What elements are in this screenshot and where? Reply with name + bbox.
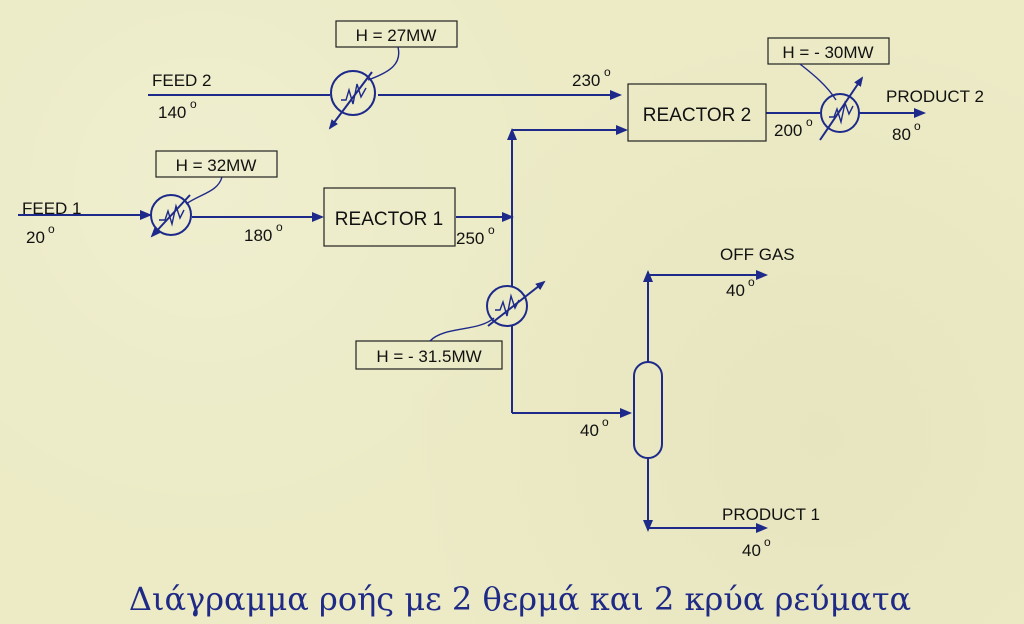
heater-feed2-icon [328, 70, 376, 130]
temp-product1: 40 o [742, 535, 771, 560]
svg-text:180: 180 [244, 226, 272, 245]
svg-text:40: 40 [580, 421, 599, 440]
temp-feed2: 140 o [158, 97, 197, 122]
reactor1-box [323, 187, 456, 247]
svg-text:200: 200 [774, 121, 802, 140]
product2-label: PRODUCT 2 [886, 87, 984, 106]
svg-text:o: o [488, 223, 495, 237]
temp-offgas: 40 o [726, 275, 755, 300]
reactor2-label: REACTOR 2 [643, 105, 751, 126]
svg-text:40: 40 [726, 281, 745, 300]
duty-cooler-reactor2-box [767, 37, 890, 65]
svg-text:o: o [602, 415, 609, 429]
svg-text:o: o [748, 275, 755, 289]
svg-text:80: 80 [892, 125, 911, 144]
temp-reactor2-out: 200 o [774, 115, 813, 140]
diagram-caption: Διάγραμμα ροής με 2 θερμά και 2 κρύα ρεύ… [129, 580, 911, 618]
duty-heater-feed1: H = 32MW [176, 156, 257, 175]
duty-heater-feed1-box [155, 150, 278, 178]
separator-vessel [633, 361, 663, 459]
svg-text:o: o [48, 222, 55, 236]
duty-cooler-reactor1-leader [429, 317, 495, 342]
temp-reactor1-out: 250 o [456, 223, 495, 248]
product1-label: PRODUCT 1 [722, 505, 820, 524]
cooler-reactor2-icon [819, 76, 864, 141]
offgas-label: OFF GAS [720, 245, 795, 264]
svg-text:o: o [806, 115, 813, 129]
svg-text:o: o [190, 97, 197, 111]
svg-text:20: 20 [26, 228, 45, 247]
reactor1-label: REACTOR 1 [335, 209, 443, 230]
svg-text:o: o [276, 220, 283, 234]
temp-feed2-after-heater: 230 o [572, 65, 611, 90]
duty-cooler-reactor2: H = - 30MW [782, 43, 873, 62]
heater-feed1-icon [150, 194, 192, 238]
feed2-label: FEED 2 [152, 71, 212, 90]
svg-text:o: o [604, 65, 611, 79]
temp-separator-in: 40 o [580, 415, 609, 440]
cooler-reactor1-icon [486, 280, 546, 327]
svg-text:o: o [914, 119, 921, 133]
duty-heater-feed2-box [335, 20, 458, 48]
svg-text:40: 40 [742, 541, 761, 560]
svg-text:140: 140 [158, 103, 186, 122]
svg-text:230: 230 [572, 71, 600, 90]
temp-product2: 80 o [892, 119, 921, 144]
duty-cooler-reactor2-leader [799, 63, 837, 101]
duty-heater-feed2-leader [367, 46, 400, 81]
temp-feed1-after-heater: 180 o [244, 220, 283, 245]
duty-cooler-reactor1: H = - 31.5MW [376, 347, 481, 366]
temp-feed1: 20 o [26, 222, 55, 247]
duty-cooler-reactor1-box [355, 340, 503, 370]
feed1-label: FEED 1 [22, 199, 82, 218]
duty-heater-feed2: H = 27MW [356, 26, 437, 45]
reactor2-box [627, 83, 767, 142]
svg-text:o: o [764, 535, 771, 549]
svg-text:250: 250 [456, 229, 484, 248]
duty-heater-feed1-leader [185, 176, 223, 205]
